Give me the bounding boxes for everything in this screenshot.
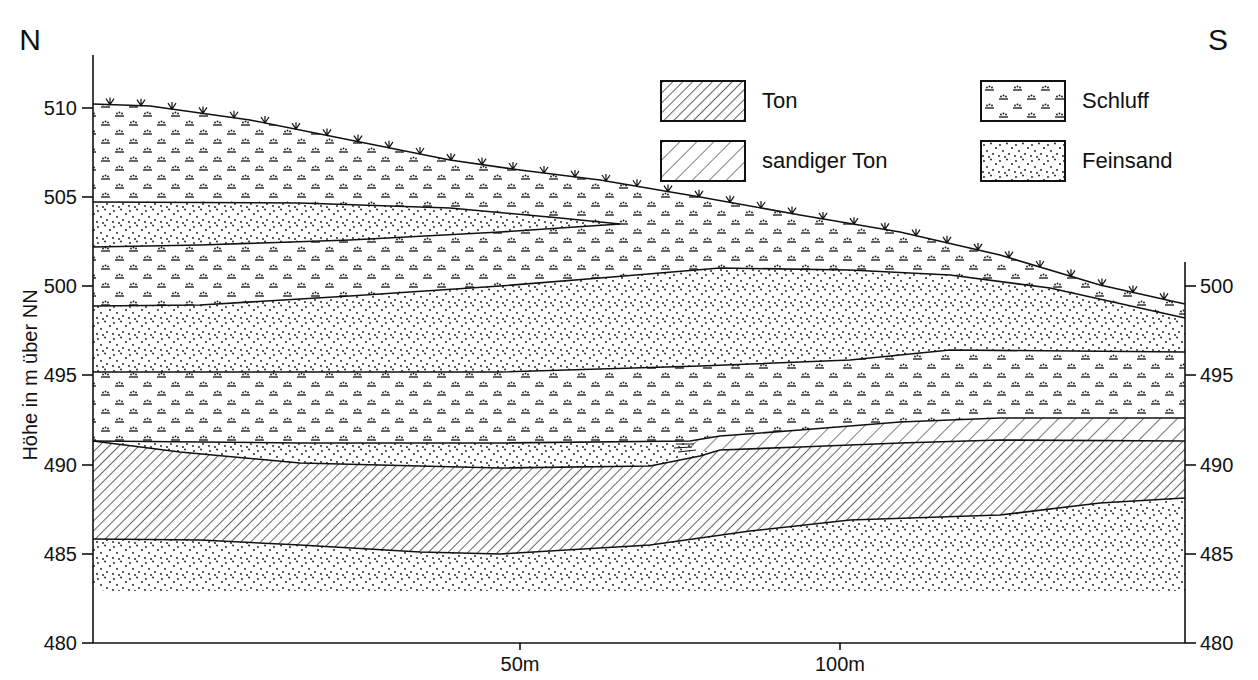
layer-fill	[93, 418, 1185, 600]
grass-symbol	[230, 111, 238, 118]
tick-label: 480	[44, 633, 77, 653]
tick-label: 480	[1200, 633, 1233, 653]
legend-text: sandiger Ton	[762, 150, 888, 172]
grass-symbol	[695, 190, 703, 197]
tick-label: 495	[1200, 365, 1233, 385]
grass-symbol	[1160, 292, 1168, 299]
grass-symbol	[912, 229, 920, 236]
grass-symbol	[1036, 260, 1044, 267]
layer-fill	[93, 440, 1185, 600]
grass-symbol	[819, 212, 827, 219]
legend-swatch	[660, 80, 746, 122]
grass-symbol	[633, 179, 641, 186]
grass-symbol	[447, 153, 455, 160]
layer-fill	[93, 498, 1185, 591]
grass-symbol	[726, 195, 734, 202]
grass-symbol	[106, 98, 114, 105]
interfinger-line	[678, 450, 696, 452]
tick-label: 510	[44, 98, 77, 118]
grass-symbol	[664, 185, 672, 192]
layer-boundary	[93, 498, 1185, 554]
tick-label: 505	[44, 187, 77, 207]
grass-symbol	[1005, 251, 1013, 258]
grass-symbol	[261, 116, 269, 123]
layer-boundary	[93, 224, 620, 247]
grass-symbol	[1067, 269, 1075, 276]
tick-label: 500	[1200, 276, 1233, 296]
interfinger-line	[676, 444, 694, 445]
layer-fill	[93, 350, 1185, 600]
legend-swatch	[980, 80, 1066, 122]
distance-label: 100m	[815, 654, 865, 674]
tick-label: 495	[44, 365, 77, 385]
grass-symbol	[974, 243, 982, 250]
layer-fill	[93, 350, 1185, 600]
layer-fill	[93, 202, 620, 247]
layer-boundary	[93, 350, 1185, 372]
layer-boundary	[93, 268, 1185, 318]
layer-fill	[93, 440, 1185, 600]
grass-symbol	[881, 222, 889, 229]
grass-symbol	[850, 217, 858, 224]
legend-text: Schluff	[1082, 90, 1149, 112]
legend-text: Ton	[762, 90, 797, 112]
grass-symbol	[509, 162, 517, 169]
grass-symbol	[385, 141, 393, 148]
tick-label: 485	[44, 544, 77, 564]
tick-label: 490	[1200, 455, 1233, 475]
grass-symbol	[137, 99, 145, 106]
layer-boundary	[93, 202, 620, 224]
legend-swatch	[660, 140, 746, 182]
grass-symbol	[323, 128, 331, 135]
grass-symbol	[788, 207, 796, 214]
distance-label: 50m	[501, 654, 540, 674]
layer-fill	[93, 268, 1185, 600]
tick-label: 500	[44, 276, 77, 296]
compass-label: S	[1208, 25, 1228, 55]
interfinger-line	[674, 447, 692, 448]
layer-fill	[93, 498, 1185, 591]
layer-fill	[93, 588, 1185, 642]
grass-symbol	[199, 106, 207, 113]
grass-symbol	[168, 102, 176, 109]
layer-fill	[93, 104, 1185, 600]
layer-boundary	[93, 440, 1185, 468]
grass-symbol	[571, 170, 579, 177]
grass-symbol	[354, 135, 362, 142]
grass-symbol	[1129, 285, 1137, 292]
grass-symbol	[602, 174, 610, 181]
grass-symbol	[540, 166, 548, 173]
grass-symbol	[943, 236, 951, 243]
grass-symbol	[757, 201, 765, 208]
grass-symbol	[478, 158, 486, 165]
grass-symbol	[416, 147, 424, 154]
layer-fill	[93, 202, 620, 247]
compass-label: N	[19, 25, 41, 55]
layer-fill	[93, 268, 1185, 600]
grass-symbol	[292, 122, 300, 129]
grass-symbol	[1098, 278, 1106, 285]
legend-swatch	[980, 140, 1066, 182]
axis-title: Höhe in m über NN	[20, 289, 40, 460]
layer-boundary	[93, 418, 1185, 443]
tick-label: 485	[1200, 544, 1233, 564]
tick-label: 490	[44, 455, 77, 475]
layer-fill	[93, 418, 1185, 600]
legend-text: Feinsand	[1082, 150, 1173, 172]
